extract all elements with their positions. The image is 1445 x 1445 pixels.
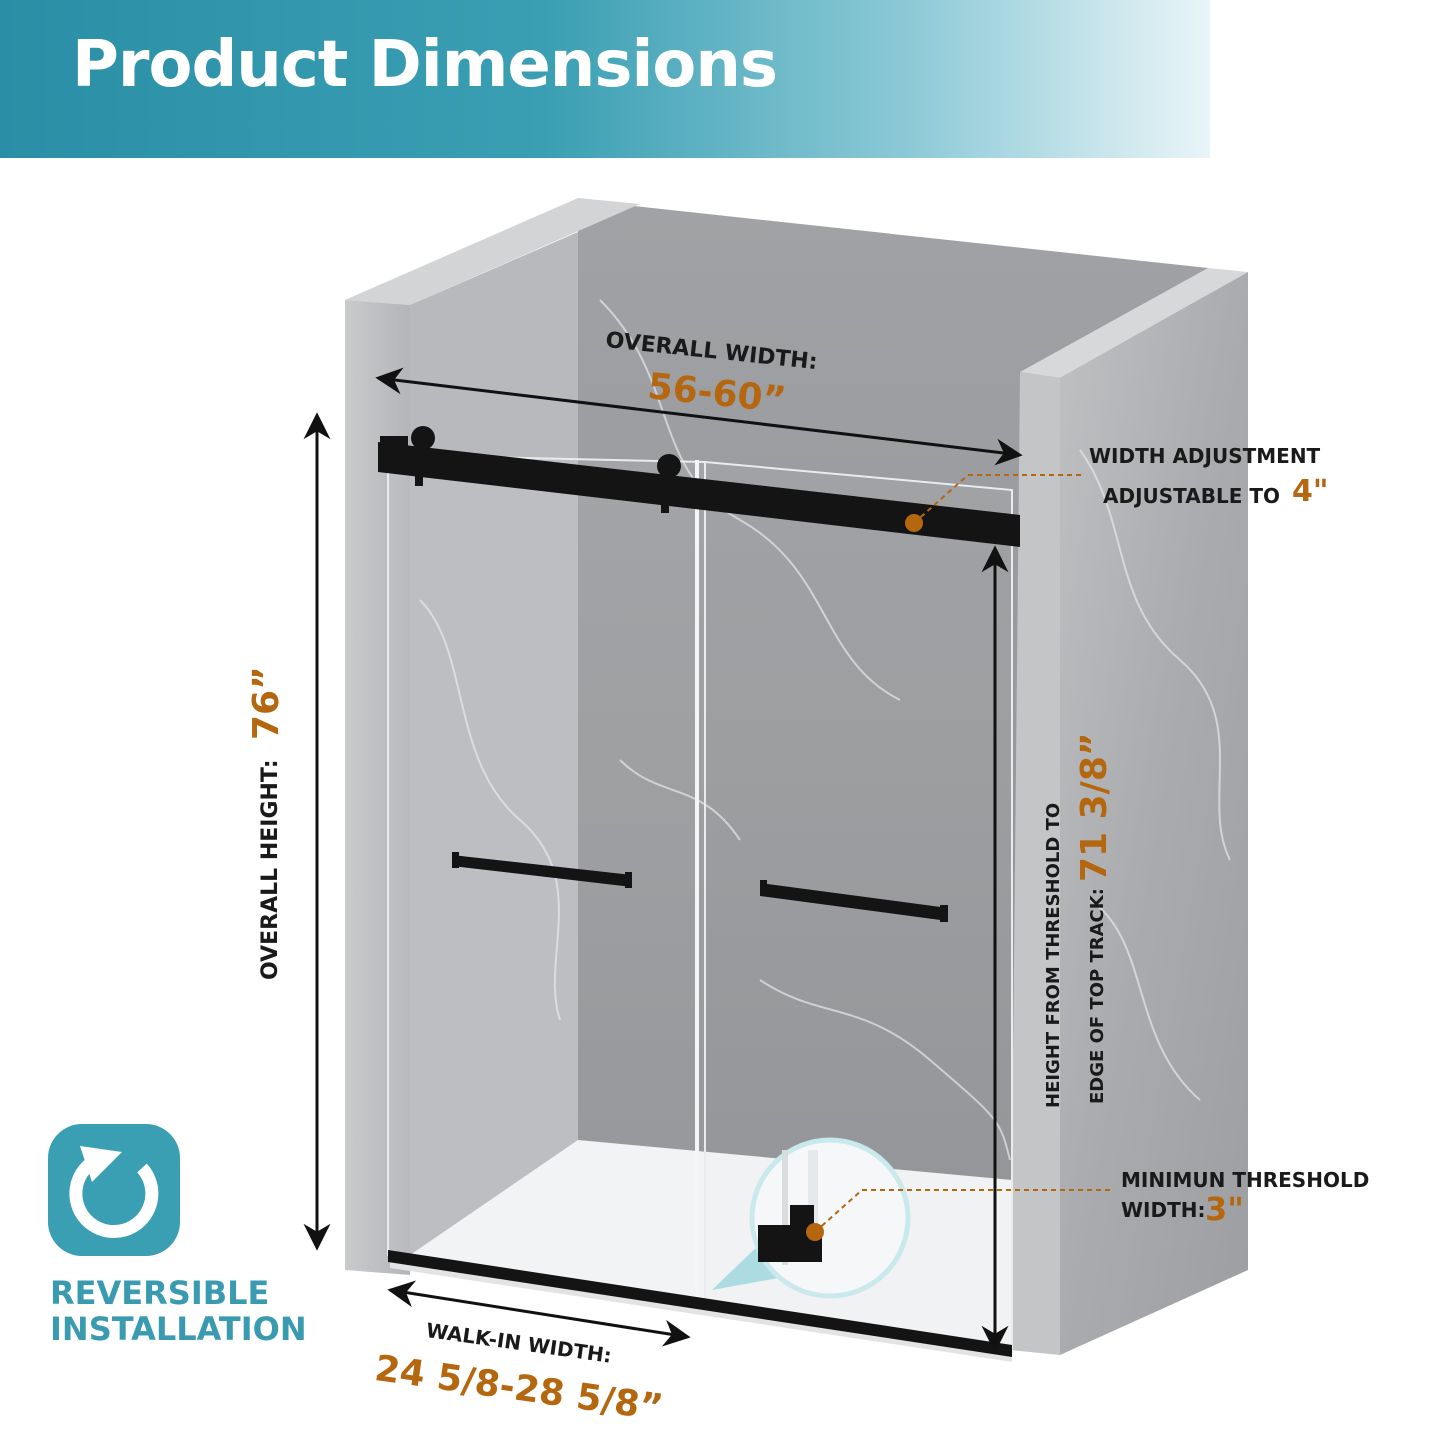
threshold-label: WIDTH: [1121, 1198, 1206, 1222]
header-banner: Product Dimensions [0, 0, 1210, 158]
walk-in-arrow [387, 1280, 691, 1347]
reversible-line2: INSTALLATION [50, 1310, 307, 1348]
roller-2 [657, 454, 681, 478]
track-height-line2: EDGE OF TOP TRACK: [1087, 888, 1108, 1104]
handle-right [760, 880, 948, 922]
track-height-value: 71 3/8” [1074, 732, 1115, 882]
right-wall-top [1020, 268, 1248, 378]
width-adjustment-label: ADJUSTABLE TO [1103, 484, 1280, 508]
page-title: Product Dimensions [72, 28, 778, 102]
glass-panel-left [387, 453, 706, 1302]
roller-stem-1 [415, 470, 423, 486]
track-height-line1: HEIGHT FROM THRESHOLD TO [1043, 802, 1064, 1108]
width-adjustment-title: WIDTH ADJUSTMENT [1089, 444, 1321, 468]
roller-stem-2 [661, 497, 669, 513]
overall-height-value: 76” [246, 666, 287, 740]
threshold-leader [814, 1189, 863, 1233]
threshold-value: 3" [1205, 1190, 1244, 1228]
right-wall [1010, 372, 1060, 1355]
rotate-arrow-icon-overlay [69, 1146, 159, 1239]
width-adjustment-value: 4" [1292, 474, 1329, 509]
track-bracket-left [380, 436, 408, 466]
adjustment-leader [913, 474, 969, 524]
roller-1 [411, 426, 435, 450]
overall-height-label: OVERALL HEIGHT: [258, 759, 283, 980]
threshold-title: MINIMUN THRESHOLD [1121, 1168, 1370, 1192]
left-wall [345, 300, 410, 1275]
handle-left [452, 852, 632, 888]
zoom-track-detail [758, 1225, 822, 1262]
overall-width-arrow [375, 367, 1023, 466]
top-track [378, 442, 1020, 547]
right-wall-face [1060, 272, 1248, 1355]
bottom-track [388, 1250, 1012, 1357]
left-wall-top [345, 198, 640, 305]
reversible-line1: REVERSIBLE [50, 1274, 270, 1312]
